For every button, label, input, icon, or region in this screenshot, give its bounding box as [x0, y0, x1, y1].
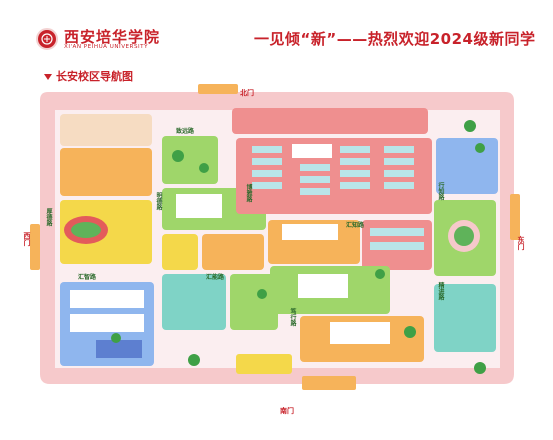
- dormitory-blocks: [252, 146, 414, 195]
- north-gate-structure: [198, 84, 238, 94]
- west-gate-label: 西门: [23, 232, 31, 246]
- building-dorm-main: [292, 144, 332, 158]
- zone-green-right: [230, 274, 278, 330]
- library-building: [176, 194, 222, 218]
- zone-dormitory: [236, 138, 432, 214]
- zone-top-red: [232, 108, 428, 134]
- north-gate-label: 北门: [240, 89, 254, 97]
- map-title-text: 长安校区导航图: [56, 70, 133, 83]
- road-label-huizhi: 汇智路: [78, 274, 97, 281]
- road-label-xingzhi: 行知路: [437, 182, 444, 200]
- road-label-zhiyuan: 致远路: [176, 128, 195, 135]
- zone-orange-small: [202, 234, 264, 270]
- welcome-slogan: 一见倾“新”——热烈欢迎2024级新同学: [254, 30, 536, 48]
- school-name: 西安培华学院: [64, 28, 161, 46]
- road-label-mingde: 明德路: [155, 192, 162, 210]
- road-label-huizhi-2: 汇知路: [346, 222, 365, 229]
- zone-middle-green: [162, 136, 218, 184]
- building-left-blue-3: [96, 340, 142, 358]
- east-gate-structure: [510, 194, 520, 240]
- zone-yellow-small: [162, 234, 198, 270]
- east-plaza-lawn: [454, 226, 474, 246]
- map-title: 长安校区导航图: [44, 68, 133, 84]
- building-left-blue-2: [70, 314, 144, 332]
- school-name-en: XI'AN PEIHUA UNIVERSITY: [64, 44, 148, 50]
- road-label-houde: 厚德路: [45, 208, 52, 226]
- zone-left-top: [60, 114, 152, 146]
- zone-yellow-bottom: [236, 354, 292, 374]
- west-gate-structure: [30, 224, 40, 270]
- road-label-huineng: 汇能路: [206, 274, 225, 281]
- south-gate-label: 南门: [280, 407, 294, 415]
- building-left-blue-1: [70, 290, 144, 308]
- east-gate-label: 东门: [517, 236, 525, 250]
- building-red-east-1: [370, 228, 424, 236]
- page-header: 西安培华学院 XI'AN PEIHUA UNIVERSITY 一见倾“新”——热…: [0, 0, 553, 60]
- trees: [111, 120, 486, 374]
- zone-parking: [436, 138, 498, 194]
- road-label-jingjin: 精进路: [437, 282, 444, 300]
- zone-teal-left: [162, 274, 226, 330]
- south-gate-structure: [302, 376, 356, 390]
- bottom-building: [330, 322, 390, 344]
- campus-map: 北门 南门 东门 西门 致远路 明德路 汇智路 博雅路 厚德路 汇能路 汇知路 …: [0, 84, 553, 436]
- triangle-marker-icon: [44, 74, 52, 80]
- campus-map-drawing: [30, 84, 520, 390]
- admin-building: [298, 274, 348, 298]
- school-logo: [36, 28, 58, 50]
- zone-left-orange: [60, 148, 152, 196]
- zone-east-teal: [434, 284, 496, 352]
- road-label-boya: 博雅路: [245, 184, 252, 202]
- teaching-building: [282, 224, 338, 240]
- football-pitch: [71, 222, 101, 238]
- building-red-east-2: [370, 242, 424, 250]
- road-label-duxing: 笃行路: [289, 308, 296, 326]
